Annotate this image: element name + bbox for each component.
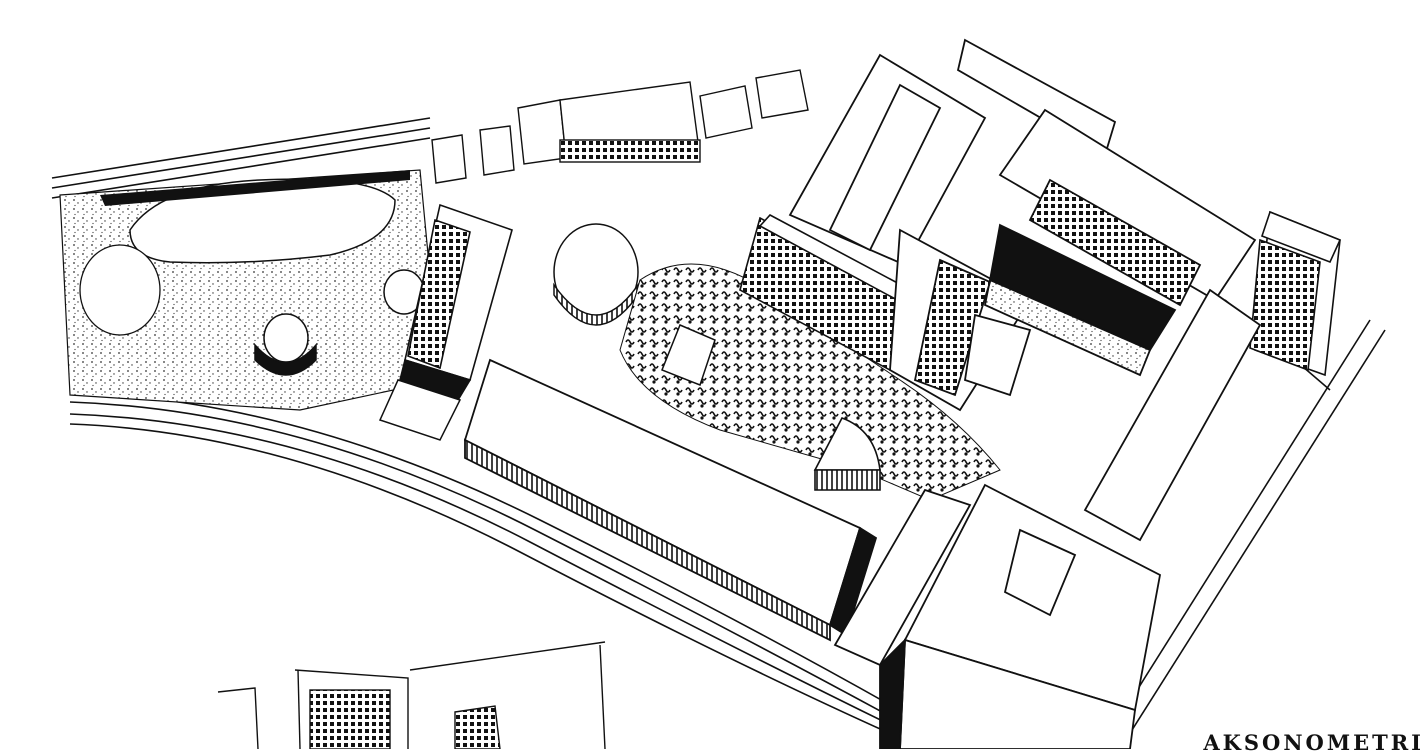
street-edge-north (51, 117, 431, 199)
central-park (619, 263, 1001, 501)
long-hall (463, 358, 878, 642)
railway-curve (69, 391, 961, 749)
gasometers (254, 223, 639, 376)
row-houses-north (431, 69, 809, 184)
east-slab (1083, 288, 1262, 542)
inset-perspective (217, 641, 606, 749)
pavilion-park (661, 324, 716, 386)
small-block-rail (378, 379, 462, 441)
tower-block-west (397, 203, 513, 406)
south-blocks (833, 483, 1162, 749)
tower-east (1249, 210, 1342, 377)
terrace-block (739, 214, 922, 372)
amphitheatre (813, 417, 881, 491)
main-complex (788, 38, 1257, 412)
west-park (59, 169, 441, 411)
drawing-caption: AKSONOMETRI (1203, 730, 1424, 755)
